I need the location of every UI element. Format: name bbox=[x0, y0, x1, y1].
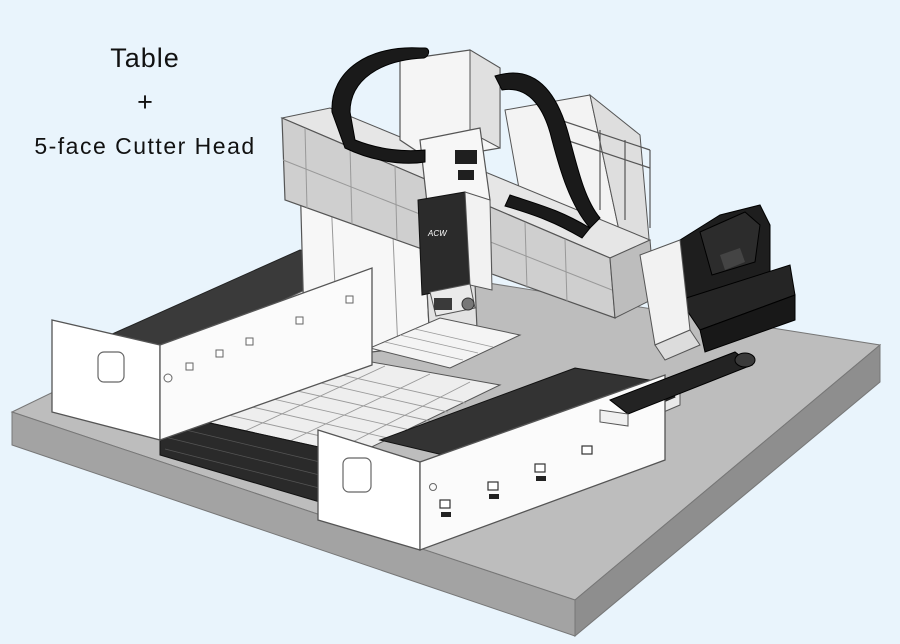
cable-carrier-lower-icon bbox=[504, 194, 591, 239]
caption-block: Table + 5-face Cutter Head bbox=[0, 36, 290, 168]
ram-logo: ACW bbox=[427, 229, 448, 238]
spindle-table-block bbox=[368, 317, 522, 369]
caption-title: Table bbox=[110, 43, 180, 73]
caption-subtitle: 5-face Cutter Head bbox=[34, 133, 256, 159]
caption-plus: + bbox=[137, 87, 153, 117]
cable-carrier-right-icon bbox=[494, 72, 601, 229]
spindle-head-icon: ACW bbox=[399, 49, 501, 317]
cable-carrier-icon bbox=[331, 47, 430, 164]
right-housing bbox=[639, 239, 701, 361]
left-side-cover bbox=[51, 267, 373, 441]
chip-conveyor bbox=[599, 351, 756, 427]
tool-magazine-icon bbox=[679, 204, 796, 353]
